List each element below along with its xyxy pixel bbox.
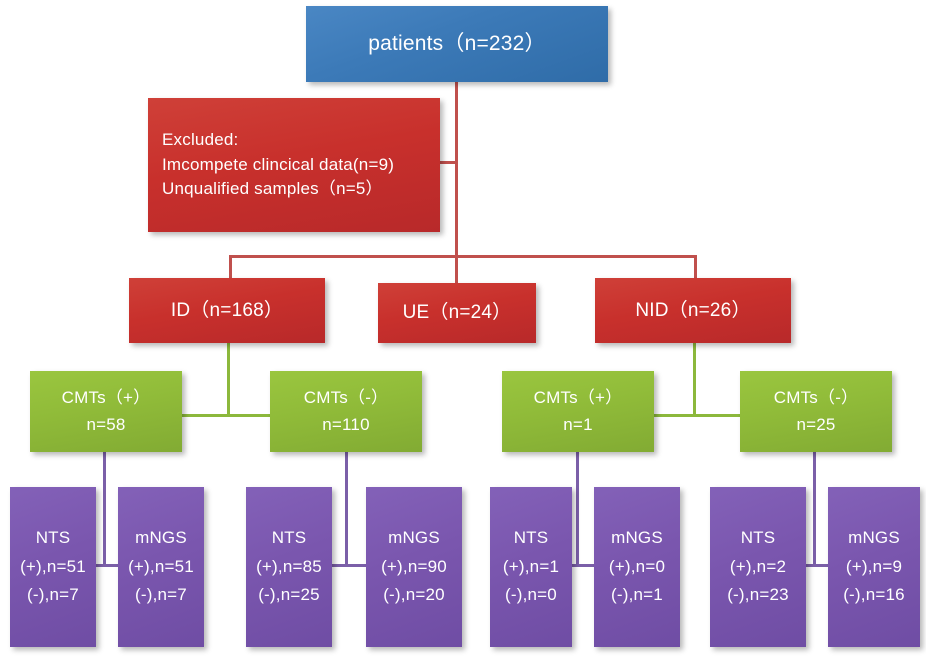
connector-cmts4-trunk — [813, 452, 816, 566]
node-excluded[interactable]: Excluded: Imcompete clincical data(n=9) … — [148, 98, 440, 232]
node-test-id-neg-nts-negative: (-),n=25 — [258, 585, 320, 605]
node-cmts-nid-positive[interactable]: CMTs（+） n=1 — [502, 371, 654, 452]
node-test-id-pos-mngs-negative: (-),n=7 — [135, 585, 187, 605]
node-cmts-nid-negative[interactable]: CMTs（-） n=25 — [740, 371, 892, 452]
node-test-id-neg-mngs-negative: (-),n=20 — [383, 585, 445, 605]
node-test-nid-pos-mngs-positive: (+),n=0 — [608, 556, 666, 576]
node-group-nid[interactable]: NID（n=26） — [595, 278, 791, 343]
node-cmts-id-negative[interactable]: CMTs（-） n=110 — [270, 371, 422, 452]
connector-id-trunk — [227, 343, 230, 416]
connector-drop-nid — [694, 255, 697, 279]
node-test-id-pos-nts-negative: (-),n=7 — [27, 585, 79, 605]
excluded-line-1: Excluded: — [162, 130, 239, 150]
connector-root-trunk — [455, 80, 458, 257]
node-test-id-neg-mngs-positive: (+),n=90 — [381, 556, 447, 576]
connector-group-bar — [229, 255, 697, 258]
connector-excluded-stub — [438, 161, 457, 164]
node-patients-label: patients（n=232） — [368, 31, 546, 55]
node-group-nid-label: NID（n=26） — [635, 299, 751, 321]
node-patients[interactable]: patients（n=232） — [306, 6, 608, 82]
node-test-id-neg-nts-positive: (+),n=85 — [256, 556, 322, 576]
connector-cmts3-bar — [559, 564, 600, 567]
excluded-line-2: Imcompete clincical data(n=9) — [162, 154, 395, 174]
node-test-nid-neg-mngs-positive: (+),n=9 — [845, 556, 903, 576]
node-test-id-pos-nts-label: NTS — [35, 528, 71, 548]
connector-drop-id — [229, 255, 232, 279]
node-test-nid-neg-mngs[interactable]: mNGS (+),n=9 (-),n=16 — [828, 487, 920, 647]
node-cmts-id-negative-label: CMTs（-） — [303, 387, 389, 407]
node-test-nid-pos-nts-positive: (+),n=1 — [502, 556, 560, 576]
connector-cmts3-trunk — [576, 452, 579, 566]
node-test-id-pos-mngs[interactable]: mNGS (+),n=51 (-),n=7 — [118, 487, 204, 647]
node-test-nid-neg-mngs-label: mNGS — [848, 528, 900, 548]
node-cmts-id-positive[interactable]: CMTs（+） n=58 — [30, 371, 182, 452]
node-test-id-neg-nts-label: NTS — [271, 528, 307, 548]
node-test-nid-pos-nts[interactable]: NTS (+),n=1 (-),n=0 — [490, 487, 572, 647]
node-test-id-pos-mngs-label: mNGS — [135, 528, 187, 548]
node-test-id-neg-mngs[interactable]: mNGS (+),n=90 (-),n=20 — [366, 487, 462, 647]
connector-nid-cmts-bar — [660, 414, 778, 417]
node-cmts-nid-positive-label: CMTs（+） — [533, 387, 623, 407]
node-test-id-pos-nts-positive: (+),n=51 — [20, 556, 86, 576]
connector-cmts4-bar — [796, 564, 837, 567]
node-cmts-nid-positive-count: n=1 — [563, 414, 593, 434]
connector-cmts1-trunk — [103, 452, 106, 566]
node-test-nid-neg-nts[interactable]: NTS (+),n=2 (-),n=23 — [710, 487, 806, 647]
node-test-id-neg-nts[interactable]: NTS (+),n=85 (-),n=25 — [246, 487, 332, 647]
node-test-nid-pos-mngs-negative: (-),n=1 — [611, 585, 663, 605]
connector-cmts2-trunk — [345, 452, 348, 566]
node-test-nid-neg-nts-positive: (+),n=2 — [729, 556, 787, 576]
connector-id-cmts-bar — [109, 414, 345, 417]
node-test-id-pos-mngs-positive: (+),n=51 — [128, 556, 194, 576]
node-group-ue-label: UE（n=24） — [402, 302, 512, 324]
node-cmts-nid-negative-label: CMTs（-） — [773, 387, 859, 407]
node-test-nid-pos-mngs-label: mNGS — [611, 528, 663, 548]
node-cmts-id-positive-count: n=58 — [86, 414, 126, 434]
excluded-line-3: Unqualified samples（n=5） — [162, 179, 383, 199]
node-group-id[interactable]: ID（n=168） — [129, 278, 325, 343]
node-test-nid-pos-nts-label: NTS — [513, 528, 549, 548]
node-cmts-id-negative-count: n=110 — [322, 414, 370, 434]
node-cmts-id-positive-label: CMTs（+） — [61, 387, 151, 407]
node-test-nid-neg-nts-label: NTS — [740, 528, 776, 548]
node-cmts-nid-negative-count: n=25 — [796, 414, 836, 434]
node-test-id-neg-mngs-label: mNGS — [388, 528, 440, 548]
node-test-nid-pos-mngs[interactable]: mNGS (+),n=0 (-),n=1 — [594, 487, 680, 647]
node-test-nid-neg-mngs-negative: (-),n=16 — [843, 585, 905, 605]
connector-nid-trunk — [693, 343, 696, 416]
connector-cmts1-bar — [86, 564, 127, 567]
node-test-id-pos-nts[interactable]: NTS (+),n=51 (-),n=7 — [10, 487, 96, 647]
node-test-nid-pos-nts-negative: (-),n=0 — [505, 585, 557, 605]
connector-drop-ue — [455, 255, 458, 284]
node-test-nid-neg-nts-negative: (-),n=23 — [727, 585, 789, 605]
node-group-id-label: ID（n=168） — [170, 299, 284, 321]
connector-cmts2-bar — [328, 564, 369, 567]
node-group-ue[interactable]: UE（n=24） — [378, 283, 536, 343]
